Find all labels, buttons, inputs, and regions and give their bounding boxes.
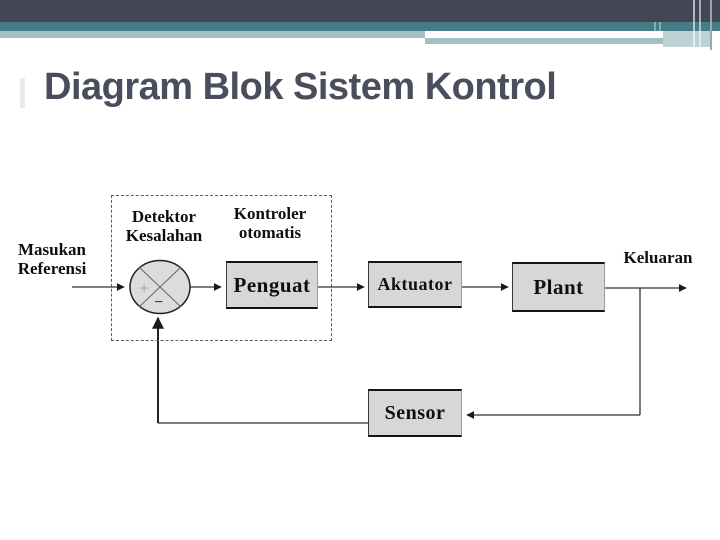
banner-bar-teal: [0, 22, 720, 31]
label-line: Kesalahan: [125, 226, 203, 245]
banner-bar-dark: [0, 0, 720, 22]
summing-minus-sign: −: [154, 294, 164, 311]
banner-accent-tick: [659, 22, 661, 31]
banner-accent-line: [710, 0, 712, 50]
block-amplifier: Penguat: [226, 261, 318, 309]
label-line: otomatis: [238, 223, 302, 242]
error-detector-group-box: [111, 195, 332, 341]
summing-plus-sign: +: [139, 278, 150, 298]
label-line: Referensi: [17, 259, 87, 278]
banner-bar-sage-right: [663, 31, 710, 47]
banner-bar-sage-mid: [425, 38, 672, 44]
label-automatic-controller: Kontroler otomatis: [220, 204, 320, 242]
banner-bar-sage-left: [0, 31, 425, 38]
label-error-detector: Detektor Kesalahan: [112, 207, 216, 245]
block-plant: Plant: [512, 262, 605, 312]
block-sensor: Sensor: [368, 389, 462, 437]
label-reference-input: Masukan Referensi: [0, 240, 104, 278]
title-accent-bar: [20, 78, 25, 108]
banner-accent-line: [693, 0, 695, 47]
page-title: Diagram Blok Sistem Kontrol: [44, 66, 557, 108]
block-actuator: Aktuator: [368, 261, 462, 308]
summing-junction-diagonal: [138, 266, 182, 308]
label-line: Detektor: [131, 207, 197, 226]
label-line: Kontroler: [233, 204, 307, 223]
label-output: Keluaran: [623, 248, 693, 267]
label-line: Masukan: [17, 240, 87, 259]
banner-accent-tick: [654, 22, 656, 31]
banner-accent-line: [699, 0, 701, 47]
